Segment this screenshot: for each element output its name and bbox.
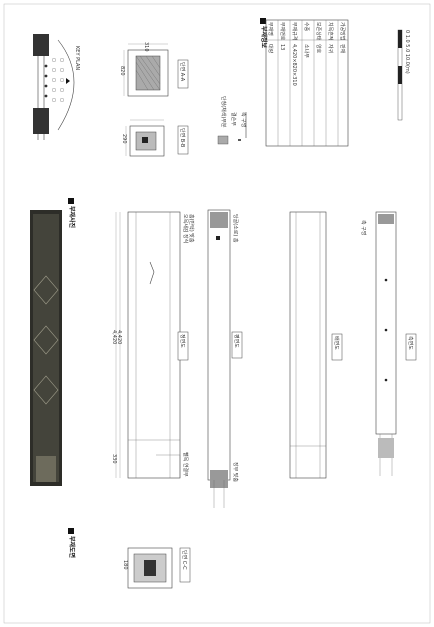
svg-text:소나무: 소나무 — [303, 44, 310, 58]
svg-text:부재명: 부재명 — [267, 22, 274, 36]
top-note-1: 당골(소로) 홈 — [232, 214, 239, 243]
svg-text:13: 13 — [279, 44, 285, 50]
side-label: 측면도 — [407, 336, 414, 350]
photo-title: 부재사진 — [68, 206, 76, 229]
key-plan-block-top — [33, 34, 49, 56]
section-a-view: 820 310 단면 A-A — [119, 42, 189, 97]
section-b-dim: 290 — [121, 134, 127, 144]
front-total-len: 4,420 — [111, 330, 117, 344]
key-plan-block — [33, 108, 49, 134]
section-c-view: 180 단면 C-C — [122, 547, 191, 589]
key-plan-arc — [57, 39, 75, 131]
front-note-3: 뺄목 연결부 — [182, 452, 189, 477]
section-b-label: 단면 B-B — [179, 128, 186, 148]
scale-bar: 0 1.0 5.0 10.0(m) — [397, 29, 410, 121]
key-plan-arrow-icon — [66, 78, 70, 84]
svg-text:치목흔적: 치목흔적 — [327, 22, 334, 40]
drawing-title: 부재도면 — [68, 536, 76, 558]
back-label: 배면도 — [333, 336, 340, 350]
photo-title-bullet — [68, 198, 74, 204]
scale-label: 0 1.0 5.0 10.0(m) — [404, 30, 410, 74]
side-view: 촉 구멍 측면도 — [360, 211, 417, 476]
front-body-len: 4,420 — [116, 330, 122, 344]
svg-text:수종: 수종 — [303, 22, 309, 32]
top-view: 당골(소로) 홈 장부 맞춤 평면도 — [207, 209, 243, 508]
section-b-view: 290 단면 B-B — [121, 119, 189, 157]
svg-text:양호: 양호 — [315, 44, 322, 54]
svg-text:판재: 판재 — [339, 44, 346, 54]
top-note-2: 장부 맞춤 — [232, 462, 239, 482]
section-c-dim: 180 — [122, 560, 128, 570]
section-a-width: 310 — [143, 42, 149, 52]
svg-text:대량: 대량 — [267, 44, 274, 54]
sheet-frame — [3, 3, 431, 624]
info-table-rows: 부재명 대량 부재번호 13 부재규격 4,420×820×310 수종 소나무… — [267, 22, 346, 86]
key-plan-label: KEY PLAN — [74, 46, 80, 70]
info-title: 부재정보 — [260, 26, 268, 49]
photo-section: 부재사진 — [30, 198, 76, 486]
key-plan: KEY PLAN — [33, 34, 80, 140]
legend-item-3: 촉 구멍 — [240, 112, 247, 127]
svg-text:부재규격: 부재규격 — [291, 22, 298, 40]
info-table: 부재정보 부재명 대량 부재번호 13 부재규격 4,420×820×310 수… — [260, 18, 349, 147]
legend-swatch — [217, 135, 229, 145]
front-view: 4,420 4,420 330 오목새김 장식 홈(반턱) 맞춤 뺄목 연결부 … — [111, 211, 195, 479]
svg-text:가공방법: 가공방법 — [339, 22, 346, 40]
svg-text:부재번호: 부재번호 — [279, 22, 286, 41]
front-note-2: 홈(반턱) 맞춤 — [188, 214, 195, 243]
svg-text:보존상태: 보존상태 — [315, 22, 322, 41]
svg-text:자귀: 자귀 — [327, 44, 334, 53]
front-label: 정면도 — [179, 334, 186, 348]
section-a-dim: 820 — [119, 66, 125, 76]
legend: 단청(채색)부분 결손부 촉 구멍 — [217, 96, 247, 145]
front-note-1: 오목새김 장식 — [182, 214, 189, 243]
section-a-label: 단면 A-A — [179, 62, 186, 82]
legend-item-2: 결손부 — [230, 112, 237, 126]
back-view: 배면도 — [289, 211, 343, 479]
drawing-title-bullet — [68, 528, 74, 534]
crack-mark — [149, 261, 155, 285]
svg-text:4,420×820×310: 4,420×820×310 — [291, 44, 297, 86]
section-c-label: 단면 C-C — [181, 550, 188, 570]
side-note-1: 촉 구멍 — [360, 220, 367, 235]
info-title-bullet — [260, 18, 266, 24]
key-plan-columns — [44, 58, 64, 102]
top-label: 평면도 — [233, 334, 240, 348]
legend-item-1: 단청(채색)부분 — [220, 96, 227, 128]
front-head: 330 — [111, 454, 117, 464]
